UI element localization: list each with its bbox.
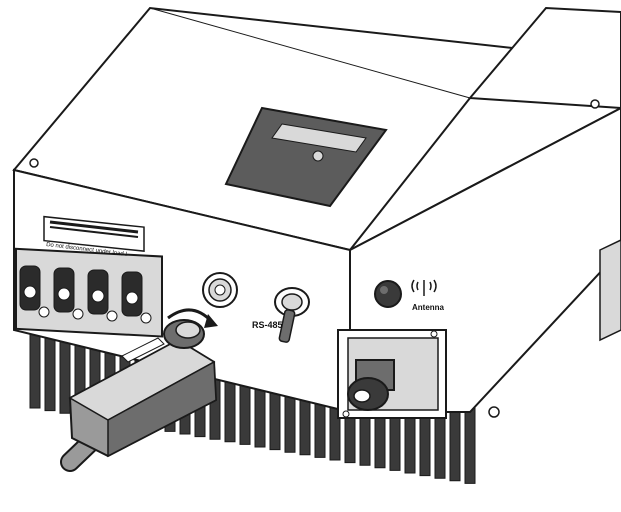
heatsink-fin [44,332,56,412]
dc-connector[interactable] [19,265,50,318]
dc-connector[interactable] [121,271,152,324]
rotate-arrow-icon [167,308,218,328]
communication-gland[interactable] [202,272,238,308]
heatsink-fin [59,334,71,414]
wifi-dongle[interactable] [60,319,218,472]
heatsink-fin [449,402,461,482]
antenna-port[interactable] [374,280,402,308]
mounting-bracket [599,239,621,342]
dc-connector[interactable] [53,267,84,320]
screw [29,158,39,168]
rs485-label: RS-485 [252,320,283,330]
rs485-port[interactable]: RS-485 [252,287,310,343]
screw [488,406,500,418]
antenna-label: Antenna [412,303,445,312]
lcd-display-icon [224,106,388,208]
heatsink-fin [464,404,476,484]
antenna-signal-icon [411,279,437,296]
screw [590,99,600,109]
heatsink-fin [29,329,41,409]
dc-connector[interactable] [87,269,118,322]
ac-cable-gland[interactable] [347,359,395,411]
dc-terminal-block: Do not disconnect under load ! [15,215,163,338]
